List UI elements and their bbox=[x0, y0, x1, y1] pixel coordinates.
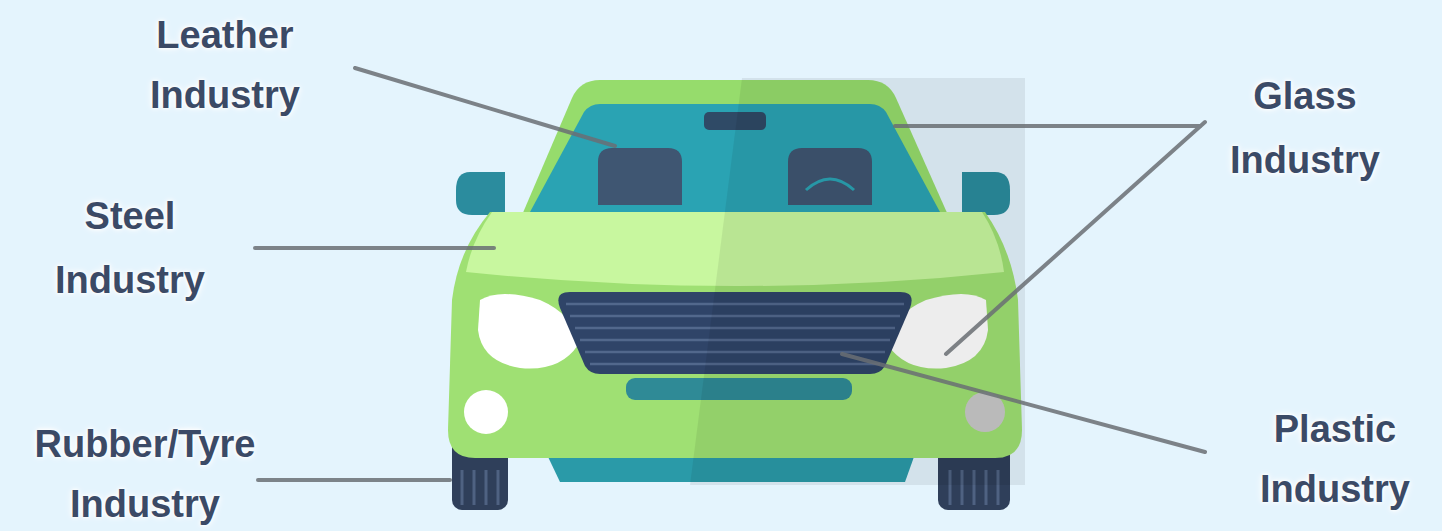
leader-line bbox=[842, 354, 1205, 452]
leader-line bbox=[946, 122, 1205, 354]
fog-light bbox=[464, 390, 508, 434]
side-mirror bbox=[456, 172, 505, 215]
seat bbox=[598, 148, 682, 205]
shading bbox=[690, 78, 1025, 485]
industry-label: Rubber/Tyre Industry bbox=[0, 414, 290, 531]
leader-lines bbox=[255, 68, 1205, 480]
industry-label: Leather Industry bbox=[110, 5, 340, 125]
industry-label: Steel Industry bbox=[15, 184, 245, 312]
leader-line bbox=[258, 478, 450, 482]
industry-label: Plastic Industry bbox=[1225, 399, 1442, 519]
leader-line bbox=[895, 124, 1200, 128]
leader-line bbox=[355, 68, 615, 146]
industry-label: Glass Industry bbox=[1195, 64, 1415, 192]
leader-line bbox=[255, 246, 494, 250]
